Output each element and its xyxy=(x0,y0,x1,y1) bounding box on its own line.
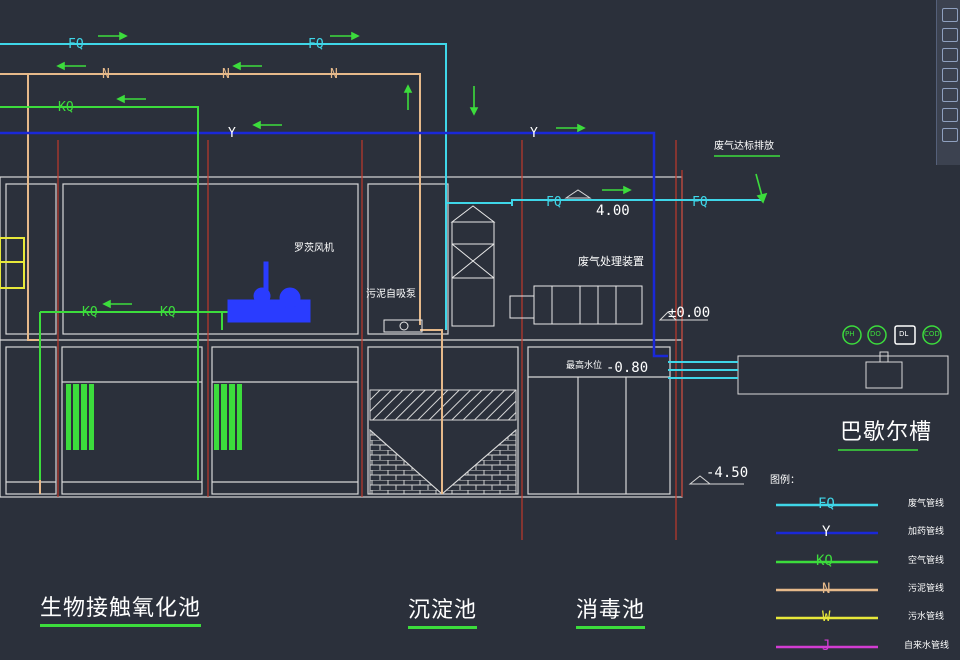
upper-chamber-2 xyxy=(62,183,359,335)
legend-code-n: N xyxy=(822,581,831,597)
toolbar-orbit-icon[interactable] xyxy=(942,48,958,62)
deodorizer-tower xyxy=(450,205,496,327)
diffusers xyxy=(66,384,242,450)
pipe-label-kq-2: KQ xyxy=(82,305,98,320)
instrument-ph: PH xyxy=(845,330,855,338)
legend-code-kq: KQ xyxy=(816,553,833,569)
toolbar-pan-icon[interactable] xyxy=(942,8,958,22)
instrument-do: DO xyxy=(870,330,881,338)
pipe-label-y-1: Y xyxy=(228,126,236,141)
title-disinfection-tank: 消毒池 xyxy=(576,600,646,629)
water-level-label: 最高水位 xyxy=(566,361,603,371)
lower-chamber-5 xyxy=(527,346,671,495)
legend-title: 图例： xyxy=(770,475,800,486)
pipe-label-fq-4: FQ xyxy=(692,195,708,210)
lower-chamber-2 xyxy=(61,346,203,495)
pipe-label-fq-1: FQ xyxy=(68,37,84,52)
legend-code-w: W xyxy=(822,609,831,625)
roots-blower xyxy=(227,261,311,323)
elevation-bottom: -4.50 xyxy=(706,465,749,481)
legend-code-j: J xyxy=(822,638,831,654)
pipe-label-n-2: N xyxy=(222,67,230,82)
label-underlines xyxy=(714,155,918,451)
parshall-flume xyxy=(700,351,949,395)
pipe-label-n-3: N xyxy=(330,67,338,82)
deodorizer-machine xyxy=(509,285,643,325)
flow-arrows xyxy=(56,31,768,309)
toolbar-extents-icon[interactable] xyxy=(942,68,958,82)
pipe-label-kq-1: KQ xyxy=(58,100,74,115)
legend-desc-kq: 空气管线 xyxy=(908,556,945,566)
toolbar-showmotion-icon[interactable] xyxy=(942,128,958,142)
tank-structure xyxy=(0,176,683,498)
elevation-water: -0.80 xyxy=(606,360,649,376)
legend-desc-j: 自来水管线 xyxy=(904,641,950,651)
toolbar-zoom-icon[interactable] xyxy=(942,28,958,42)
legend-desc-y: 加药管线 xyxy=(908,527,945,537)
blower-label: 罗茨风机 xyxy=(294,243,334,254)
diffuser-gaps xyxy=(71,384,237,450)
pipe-y xyxy=(0,131,668,358)
sludge-pump-label: 污泥自吸泵 xyxy=(366,289,416,300)
legend-code-fq: FQ xyxy=(818,496,835,512)
title-parshall-flume: 巴歇尔槽 xyxy=(840,420,933,445)
elevation-ground: ±0.00 xyxy=(668,305,711,321)
elevation-top: 4.00 xyxy=(596,203,630,219)
pipe-fq xyxy=(0,43,762,379)
elevation-marks xyxy=(564,189,744,485)
instruments xyxy=(842,325,942,345)
pipe-label-kq-3: KQ xyxy=(160,305,176,320)
left-equipment xyxy=(0,237,25,289)
upper-chamber-3 xyxy=(367,183,449,335)
deodorizer-label: 废气处理装置 xyxy=(578,255,644,268)
instrument-dl: DL xyxy=(899,330,909,338)
title-bio-oxidation-tank: 生物接触氧化池 xyxy=(40,598,202,627)
instrument-cod: COD xyxy=(924,330,940,338)
title-settling-tank: 沉淀池 xyxy=(408,600,478,629)
pipe-label-fq-3: FQ xyxy=(546,195,562,210)
sludge-pump-symbol xyxy=(383,319,423,333)
legend-desc-fq: 废气管线 xyxy=(908,499,945,509)
lower-chamber-3 xyxy=(211,346,359,495)
toolbar-previous-icon[interactable] xyxy=(942,108,958,122)
exhaust-outlet-label: 废气达标排放 xyxy=(714,141,774,152)
toolbar-window-icon[interactable] xyxy=(942,88,958,102)
cad-toolbar[interactable] xyxy=(936,0,960,165)
legend-desc-w: 污水管线 xyxy=(908,612,945,622)
pipe-label-n-1: N xyxy=(102,67,110,82)
lower-chamber-1 xyxy=(5,346,57,495)
pipe-kq xyxy=(0,106,230,480)
red-grid-lines xyxy=(57,140,683,540)
pipe-label-y-2: Y xyxy=(530,126,538,141)
legend-lines xyxy=(776,503,878,649)
outer-frame xyxy=(0,176,683,498)
pipe-label-fq-2: FQ xyxy=(308,37,324,52)
upper-chamber-1 xyxy=(5,183,57,335)
legend-code-y: Y xyxy=(822,524,831,540)
legend-desc-n: 污泥管线 xyxy=(908,584,945,594)
